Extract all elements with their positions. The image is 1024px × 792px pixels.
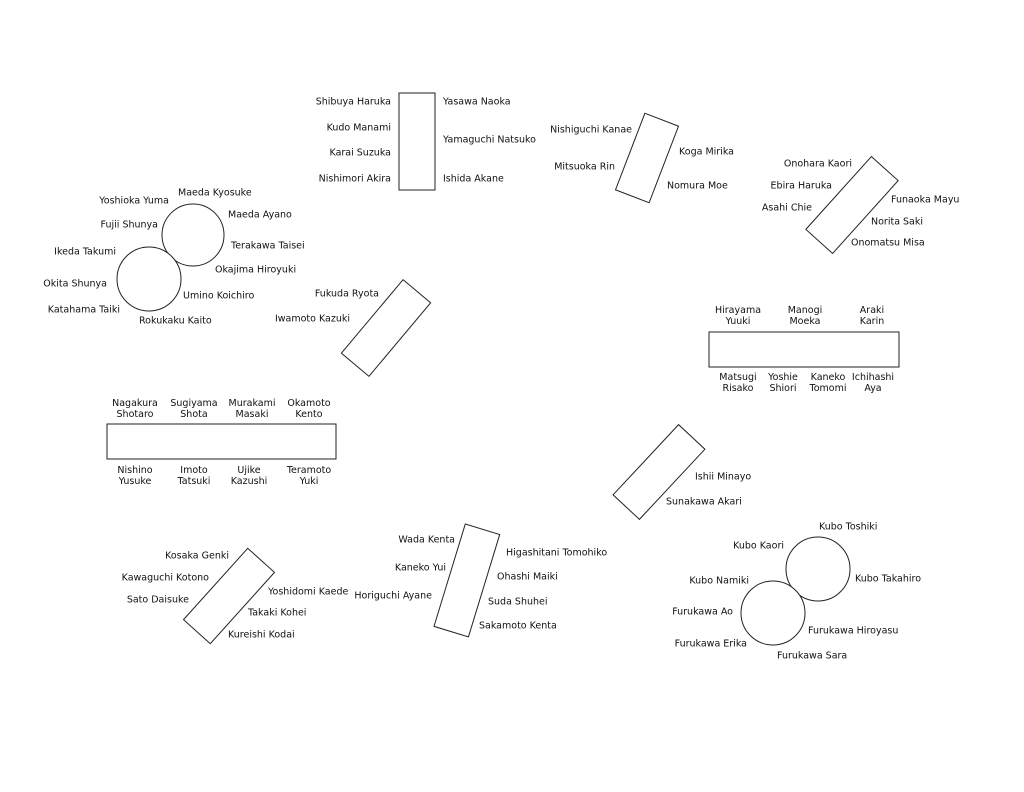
table-5 [340, 278, 432, 378]
guest-name: Okajima Hiroyuki [215, 264, 297, 276]
guest-name: Furukawa Hiroyasu [808, 625, 899, 637]
guest-name: Yoshioka Yuma [99, 195, 169, 207]
table-11a [785, 536, 851, 602]
table-4a [161, 203, 225, 267]
guest-name: Yasawa Naoka [443, 96, 511, 108]
guest-name: Asahi Chie [761, 202, 812, 214]
guest-name: Kaneko Tomomi [809, 372, 847, 394]
table-10 [433, 523, 501, 638]
table-7 [106, 423, 337, 460]
guest-name: Ebira Haruka [770, 180, 832, 192]
table-2 [614, 112, 680, 204]
guest-name: Yoshidomi Kaede [268, 586, 349, 598]
guest-name: Murakami Masaki [228, 398, 276, 420]
guest-name: Kudo Manami [326, 122, 391, 134]
guest-name: Rokukaku Kaito [139, 315, 212, 327]
guest-name: Furukawa Ao [672, 606, 733, 618]
guest-name: Nomura Moe [667, 180, 728, 192]
guest-name: Ujike Kazushi [230, 465, 268, 487]
guest-name: Kaneko Yui [394, 562, 446, 574]
guest-name: Katahama Taiki [47, 304, 120, 316]
table-6 [708, 331, 900, 368]
guest-name: Norita Saki [871, 216, 924, 228]
guest-name: Imoto Tatsuki [177, 465, 211, 487]
guest-name: Fujii Shunya [100, 219, 158, 231]
guest-name: Koga Mirika [679, 146, 734, 158]
guest-name: Onomatsu Misa [851, 237, 925, 249]
guest-name: Kawaguchi Kotono [121, 572, 209, 584]
guest-name: Iwamoto Kazuki [274, 313, 350, 325]
guest-name: Kubo Takahiro [855, 573, 922, 585]
guest-name: Onohara Kaori [783, 158, 852, 170]
table-1 [398, 92, 436, 191]
guest-name: Furukawa Erika [674, 638, 747, 650]
guest-name: Yamaguchi Natsuko [443, 134, 536, 146]
guest-name: Suda Shuhei [488, 596, 548, 608]
guest-name: Horiguchi Ayane [354, 590, 432, 602]
guest-name: Nishimori Akira [318, 173, 391, 185]
guest-name: Ohashi Maiki [497, 571, 558, 583]
guest-name: Wada Kenta [398, 534, 455, 546]
guest-name: Manogi Moeka [787, 305, 823, 327]
guest-name: Maeda Kyosuke [178, 187, 252, 199]
table-9 [182, 547, 276, 645]
guest-name: Sunakawa Akari [666, 496, 742, 508]
guest-name: Furukawa Sara [777, 650, 848, 662]
guest-name: Kubo Namiki [689, 575, 749, 587]
guest-name: Higashitani Tomohiko [506, 547, 608, 559]
guest-name: Okamoto Kento [287, 398, 331, 420]
guest-name: Kosaka Genki [165, 550, 229, 562]
guest-name: Nishiguchi Kanae [550, 124, 632, 136]
guest-name: Shibuya Haruka [315, 96, 391, 108]
guest-name: Umino Koichiro [183, 290, 255, 302]
guest-name: Funaoka Mayu [891, 194, 960, 206]
guest-name: Matsugi Risako [719, 372, 757, 394]
guest-name: Sugiyama Shota [170, 398, 218, 420]
guest-name: Teramoto Yuki [286, 465, 332, 487]
guest-name: Sato Daisuke [126, 594, 189, 606]
guest-name: Ikeda Takumi [54, 246, 116, 258]
guest-name: Ichihashi Aya [851, 372, 895, 394]
guest-name: Sakamoto Kenta [479, 620, 557, 632]
guest-name: Kubo Kaori [733, 540, 784, 552]
guest-name: Yoshie Shiori [768, 372, 798, 394]
guest-name: Kubo Toshiki [819, 521, 878, 533]
guest-name: Okita Shunya [43, 278, 107, 290]
table-8 [612, 423, 706, 521]
guest-name: Fukuda Ryota [314, 288, 379, 300]
table-3 [805, 155, 899, 255]
table-11b [740, 580, 806, 646]
guest-name: Ishida Akane [443, 173, 504, 185]
guest-name: Ishii Minayo [695, 471, 752, 483]
guest-name: Araki Karin [859, 305, 885, 327]
guest-name: Takaki Kohei [248, 607, 307, 619]
guest-name: Terakawa Taisei [231, 240, 305, 252]
table-4b [116, 246, 182, 312]
guest-name: Kureishi Kodai [228, 629, 295, 641]
guest-name: Nishino Yusuke [117, 465, 153, 487]
guest-name: Maeda Ayano [228, 209, 292, 221]
guest-name: Hirayama Yuuki [714, 305, 762, 327]
guest-name: Karai Suzuka [329, 147, 392, 159]
guest-name: Nagakura Shotaro [112, 398, 158, 420]
guest-name: Mitsuoka Rin [554, 161, 615, 173]
